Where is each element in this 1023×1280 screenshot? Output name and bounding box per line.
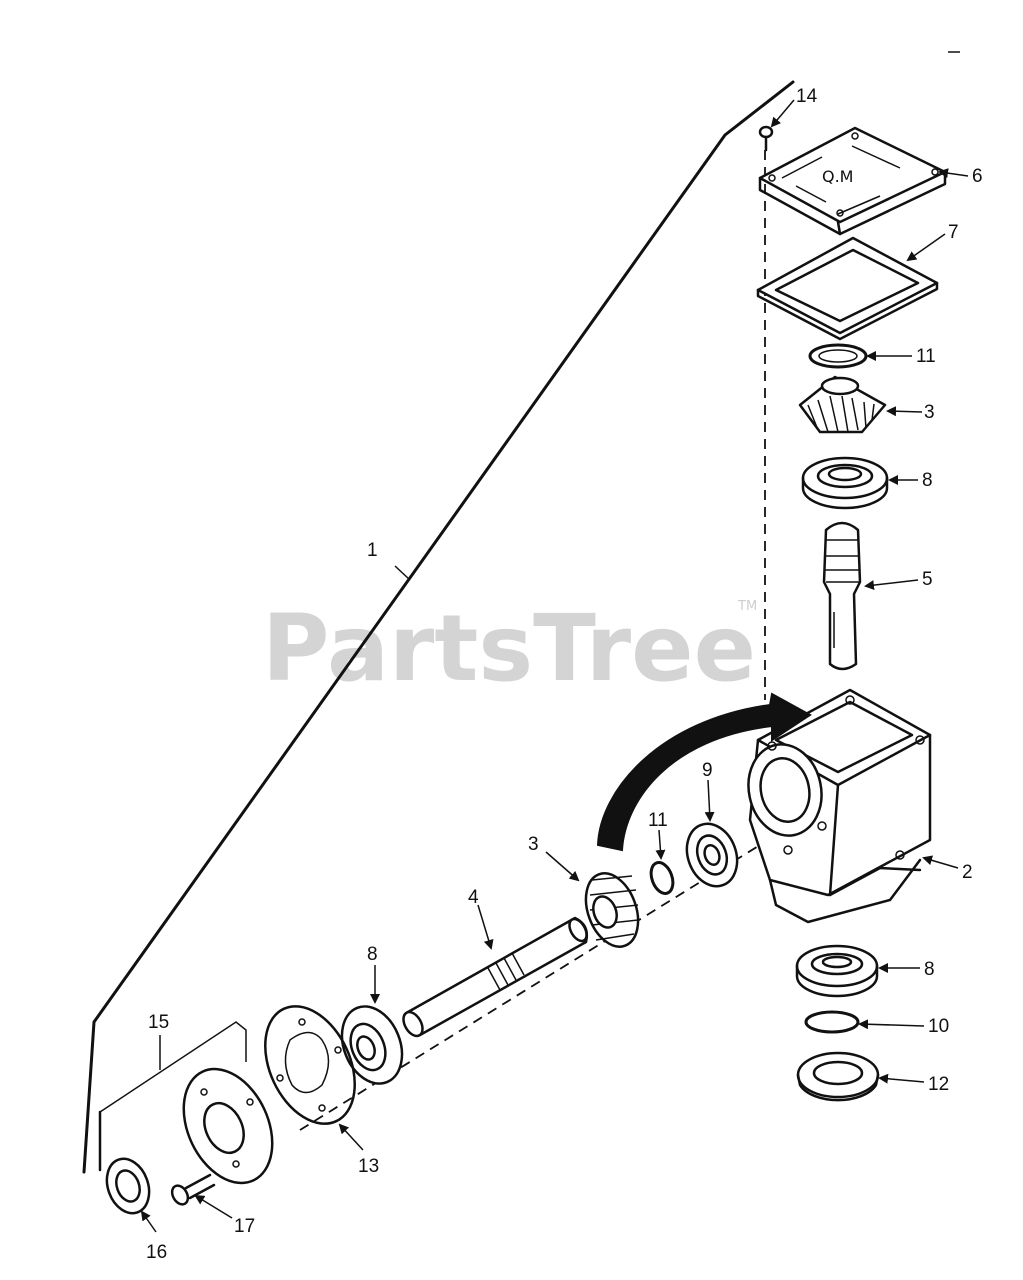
leader-17 [194, 1194, 233, 1219]
shaft-axis-line [299, 844, 761, 1131]
leader-16 [140, 1210, 157, 1233]
callout-11-mid: 11 [648, 810, 668, 831]
leader-4 [477, 904, 494, 950]
callout-3-horizontal: 3 [528, 834, 539, 855]
watermark-trademark: TM [737, 599, 757, 614]
flange-gasket [264, 1005, 356, 1125]
callout-2: 2 [962, 862, 973, 883]
snap-ring-lower [804, 1010, 860, 1034]
bearing-shaft [340, 1005, 404, 1085]
callout-1: 1 [367, 540, 378, 561]
leader-9 [704, 779, 715, 822]
leader-3a [886, 406, 923, 417]
horizontal-shaft [402, 916, 589, 1038]
callout-8-shaft: 8 [367, 944, 378, 965]
watermark-text: PartsTree [262, 595, 756, 702]
bearing-mid [685, 822, 739, 888]
vertical-shaft [822, 521, 862, 671]
flange-bolt [170, 1173, 216, 1206]
flange-bracket [98, 1021, 247, 1172]
snap-ring-mid [649, 861, 675, 895]
callout-5: 5 [922, 569, 933, 590]
leader-11b [655, 829, 666, 860]
leader-arrows [140, 99, 969, 1233]
leader-5 [864, 579, 919, 591]
callout-8-top: 8 [922, 470, 933, 491]
callout-14: 14 [796, 86, 818, 107]
flange-plate [182, 1067, 274, 1185]
bevel-gear-horizontal [584, 872, 640, 948]
leader-1 [394, 565, 411, 581]
assembly-arrow [596, 692, 812, 852]
callout-17: 17 [234, 1216, 255, 1237]
bearing-bottom [795, 944, 879, 998]
callout-9: 9 [702, 760, 713, 781]
callout-labels: 1 2 3 3 4 5 6 7 8 8 8 9 10 11 11 12 13 1… [146, 86, 983, 1263]
callout-12: 12 [928, 1074, 949, 1095]
callout-13: 13 [358, 1156, 379, 1177]
leader-10 [858, 1019, 925, 1030]
callout-3-upper: 3 [924, 402, 935, 423]
svg-text:Q.M: Q.M [822, 167, 853, 186]
leader-7 [906, 233, 946, 262]
callout-8-bottom: 8 [924, 959, 935, 980]
snap-ring-upper [808, 343, 868, 369]
leader-6 [938, 168, 969, 179]
callout-6: 6 [972, 166, 983, 187]
gearbox-housing [747, 688, 932, 924]
assembly-outline [82, 80, 795, 1174]
cover-bolt [758, 125, 774, 152]
bearing-top [801, 456, 889, 510]
callout-16: 16 [146, 1242, 167, 1263]
callout-15: 15 [148, 1012, 169, 1033]
shaft-seal [105, 1157, 151, 1215]
callout-4: 4 [468, 887, 479, 908]
seal-bottom [796, 1051, 880, 1102]
cover-plate: Q.M [758, 126, 947, 236]
leader-3b [545, 851, 580, 882]
leader-13 [338, 1123, 364, 1151]
gasket [756, 236, 939, 341]
callout-7: 7 [948, 222, 959, 243]
watermark: PartsTree TM [262, 595, 757, 702]
leader-12 [878, 1073, 925, 1084]
bevel-gear-upper [798, 375, 887, 434]
leader-14 [770, 99, 795, 128]
callout-11-upper: 11 [916, 346, 936, 367]
leader-2 [922, 855, 959, 869]
callout-10: 10 [928, 1016, 949, 1037]
